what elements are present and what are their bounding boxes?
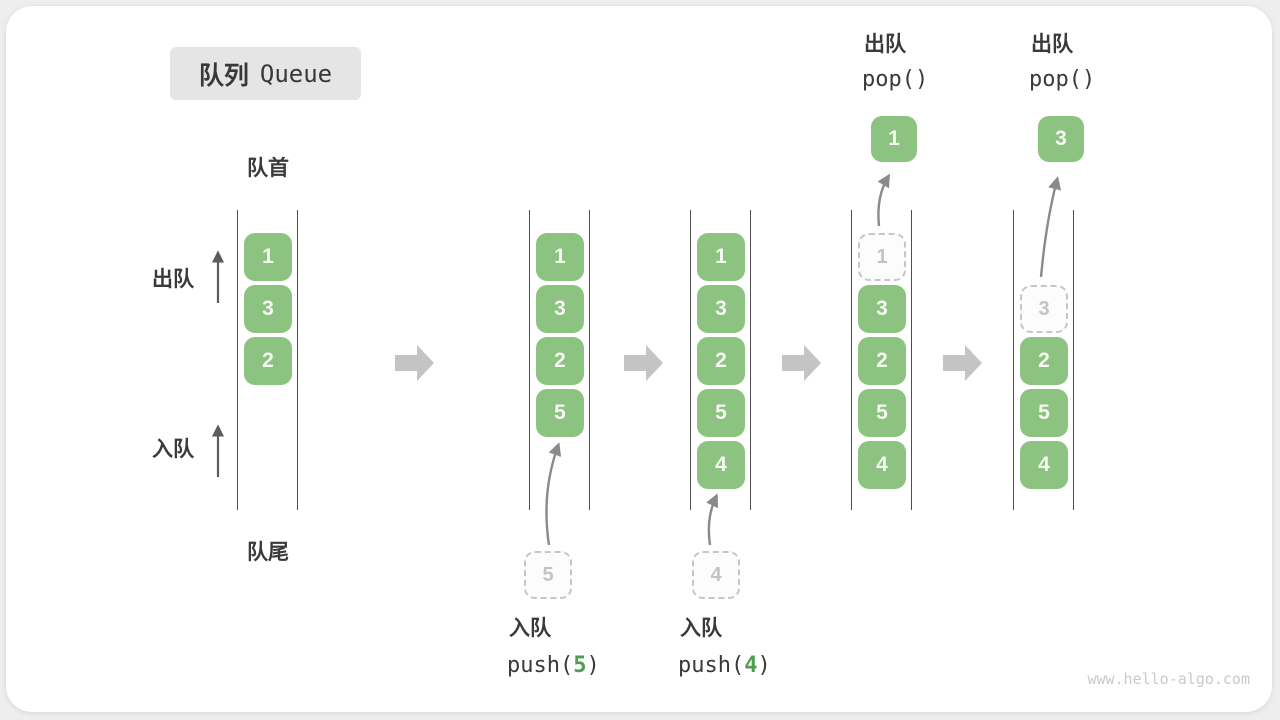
label-queue-rear: 队尾 [247, 541, 289, 564]
ghost-cell: 3 [1020, 285, 1068, 333]
title-zh: 队列 [198, 61, 249, 90]
queue-channel-5 [1013, 210, 1074, 510]
queue-cell: 3 [244, 285, 292, 333]
dequeue-caption: 出队 [1031, 33, 1073, 56]
title-box: 队列 Queue [170, 47, 361, 100]
queue-cell: 2 [858, 337, 906, 385]
label-dequeue-side: 出队 [152, 268, 194, 291]
queue-cell: 1 [536, 233, 584, 281]
fn-open: push( [507, 653, 574, 678]
queue-cell: 4 [697, 441, 745, 489]
queue-cell: 4 [858, 441, 906, 489]
queue-cell: 2 [244, 337, 292, 385]
queue-cell: 1 [244, 233, 292, 281]
queue-cell: 2 [1020, 337, 1068, 385]
queue-cell: 4 [1020, 441, 1068, 489]
queue-cell: 5 [858, 389, 906, 437]
queue-cell: 3 [536, 285, 584, 333]
title-en: Queue [259, 59, 333, 88]
queue-cell: 2 [536, 337, 584, 385]
dequeue-caption: 出队 [864, 33, 906, 56]
staged-cell: 4 [692, 551, 740, 599]
dequeue-call: pop() [1029, 67, 1096, 92]
enqueue-caption: 入队 [509, 617, 551, 640]
enqueue-call: push(4) [678, 652, 771, 680]
queue-channel-4 [851, 210, 912, 510]
queue-cell: 1 [697, 233, 745, 281]
staged-cell: 5 [524, 551, 572, 599]
queue-cell: 3 [697, 285, 745, 333]
fn-arg: 4 [744, 653, 758, 678]
popped-cell: 3 [1038, 116, 1084, 162]
queue-cell: 5 [536, 389, 584, 437]
popped-cell: 1 [871, 116, 917, 162]
queue-channel-1 [237, 210, 298, 510]
dequeue-call: pop() [862, 67, 929, 92]
diagram-card [6, 6, 1272, 712]
fn-close: ) [586, 653, 600, 678]
queue-cell: 5 [697, 389, 745, 437]
fn-open: push( [678, 653, 745, 678]
label-enqueue-side: 入队 [152, 438, 194, 461]
queue-channel-3 [690, 210, 751, 510]
queue-cell: 2 [697, 337, 745, 385]
fn-arg: 5 [573, 653, 587, 678]
ghost-cell: 1 [858, 233, 906, 281]
queue-channel-2 [529, 210, 590, 510]
enqueue-call: push(5) [507, 652, 600, 680]
label-queue-front: 队首 [247, 157, 289, 180]
watermark: www.hello-algo.com [1087, 670, 1250, 688]
enqueue-caption: 入队 [680, 617, 722, 640]
queue-cell: 5 [1020, 389, 1068, 437]
queue-cell: 3 [858, 285, 906, 333]
fn-close: ) [757, 653, 771, 678]
